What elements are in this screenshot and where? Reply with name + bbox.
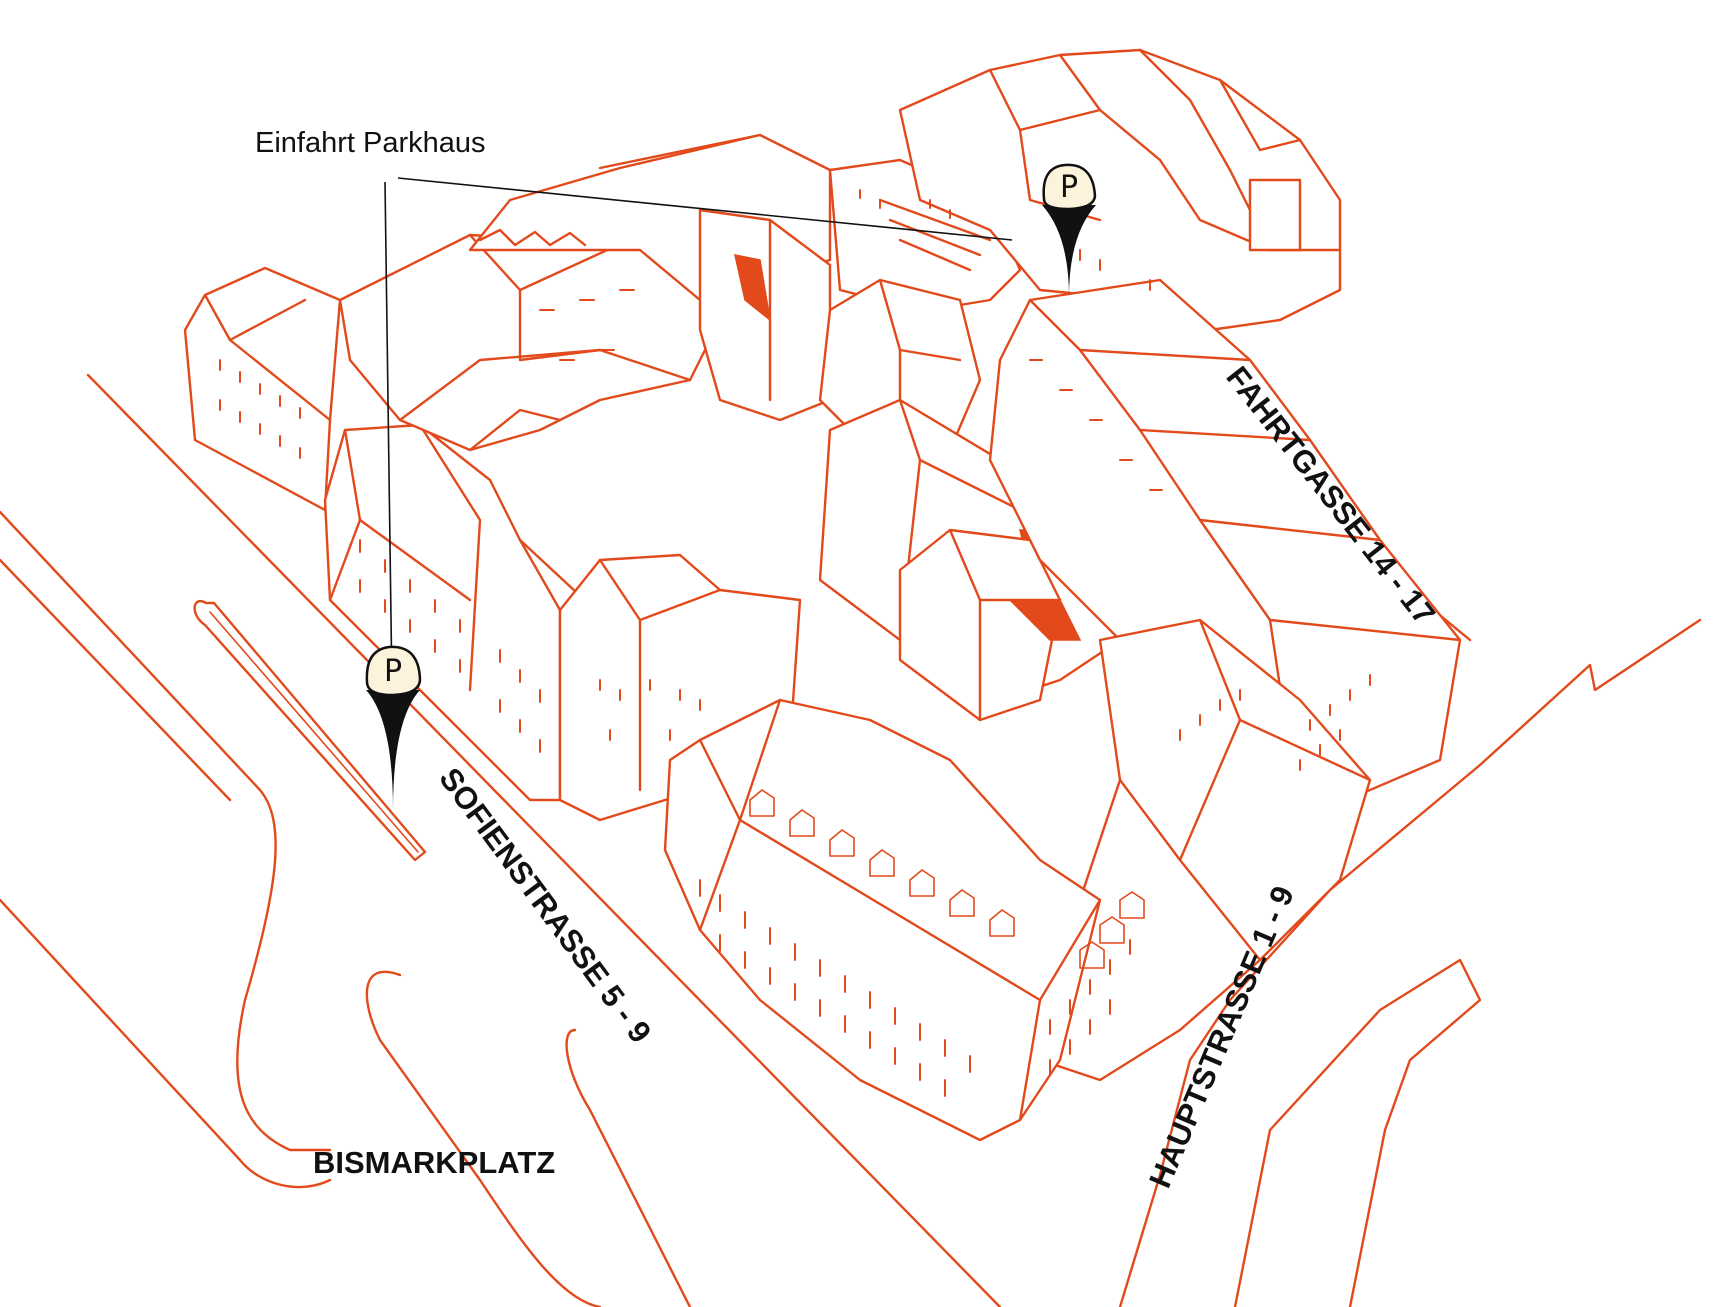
- pin-pointer-icon: [366, 690, 420, 810]
- callout-leader-lines: [384, 177, 1013, 691]
- parking-pin-sofienstrasse[interactable]: P: [365, 645, 422, 810]
- pin-face: [365, 645, 422, 697]
- pin-letter: P: [384, 654, 402, 689]
- parking-pin-fahrtgasse[interactable]: P: [1042, 163, 1097, 297]
- buildings: [183, 48, 1462, 1142]
- pin-letter: P: [1060, 170, 1078, 205]
- pin-face: [1042, 163, 1097, 211]
- street-label-bismarkplatz[interactable]: BISMARKPLATZ: [313, 1145, 555, 1180]
- callout-label: Einfahrt Parkhaus: [255, 127, 486, 159]
- pin-pointer-icon: [1042, 205, 1096, 297]
